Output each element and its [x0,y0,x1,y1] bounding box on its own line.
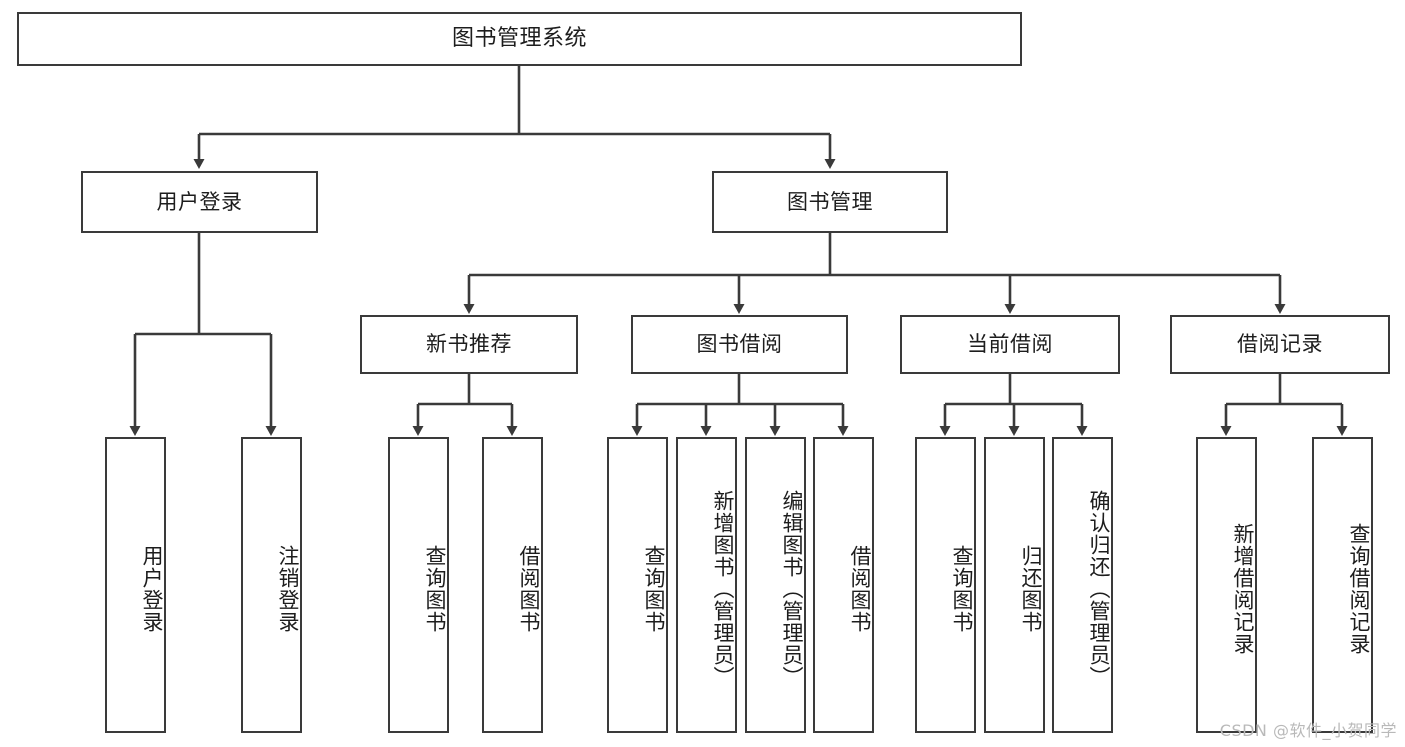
node-label: 用户登录 [140,545,164,633]
node-label: 编辑图书（管理员） [780,490,804,688]
node-label: 借阅记录 [1237,332,1323,357]
node-borrow-records[interactable]: 借阅记录 [1170,315,1390,374]
leaf-current-query-book[interactable]: 查询图书 [915,437,976,733]
node-label: 借阅图书 [517,545,541,633]
node-label: 查询图书 [642,545,666,633]
csdn-watermark: CSDN @软件_小贺同学 [1219,721,1397,740]
leaf-current-confirm-return[interactable]: 确认归还（管理员） [1052,437,1113,733]
leaf-borrow-borrow-book[interactable]: 借阅图书 [813,437,874,733]
node-label: 确认归还（管理员） [1087,490,1111,688]
node-label: 图书管理系统 [451,26,587,52]
leaf-user-logout[interactable]: 注销登录 [241,437,302,733]
leaf-borrow-edit-book[interactable]: 编辑图书（管理员） [745,437,806,733]
node-label: 查询图书 [950,545,974,633]
leaf-new-book-borrow[interactable]: 借阅图书 [482,437,543,733]
node-user-login[interactable]: 用户登录 [81,171,318,233]
leaf-new-book-query[interactable]: 查询图书 [388,437,449,733]
leaf-current-return-book[interactable]: 归还图书 [984,437,1045,733]
node-label: 查询借阅记录 [1347,523,1371,655]
node-book-borrow[interactable]: 图书借阅 [631,315,848,374]
leaf-record-query[interactable]: 查询借阅记录 [1312,437,1373,733]
leaf-record-add[interactable]: 新增借阅记录 [1196,437,1257,733]
node-label: 归还图书 [1019,545,1043,633]
node-label: 借阅图书 [848,545,872,633]
leaf-user-login[interactable]: 用户登录 [105,437,166,733]
node-root-system[interactable]: 图书管理系统 [17,12,1022,66]
leaf-borrow-add-book[interactable]: 新增图书（管理员） [676,437,737,733]
node-label: 当前借阅 [967,332,1053,357]
node-label: 新增图书（管理员） [711,490,735,688]
node-current-borrow[interactable]: 当前借阅 [900,315,1120,374]
node-book-management[interactable]: 图书管理 [712,171,948,233]
node-label: 图书管理 [787,189,873,214]
node-label: 查询图书 [423,545,447,633]
node-label: 用户登录 [156,189,243,214]
node-label: 新书推荐 [426,332,512,357]
node-label: 图书借阅 [696,332,783,357]
node-new-book-recommend[interactable]: 新书推荐 [360,315,578,374]
node-label: 注销登录 [276,545,300,633]
leaf-borrow-query-book[interactable]: 查询图书 [607,437,668,733]
node-label: 新增借阅记录 [1231,523,1255,655]
